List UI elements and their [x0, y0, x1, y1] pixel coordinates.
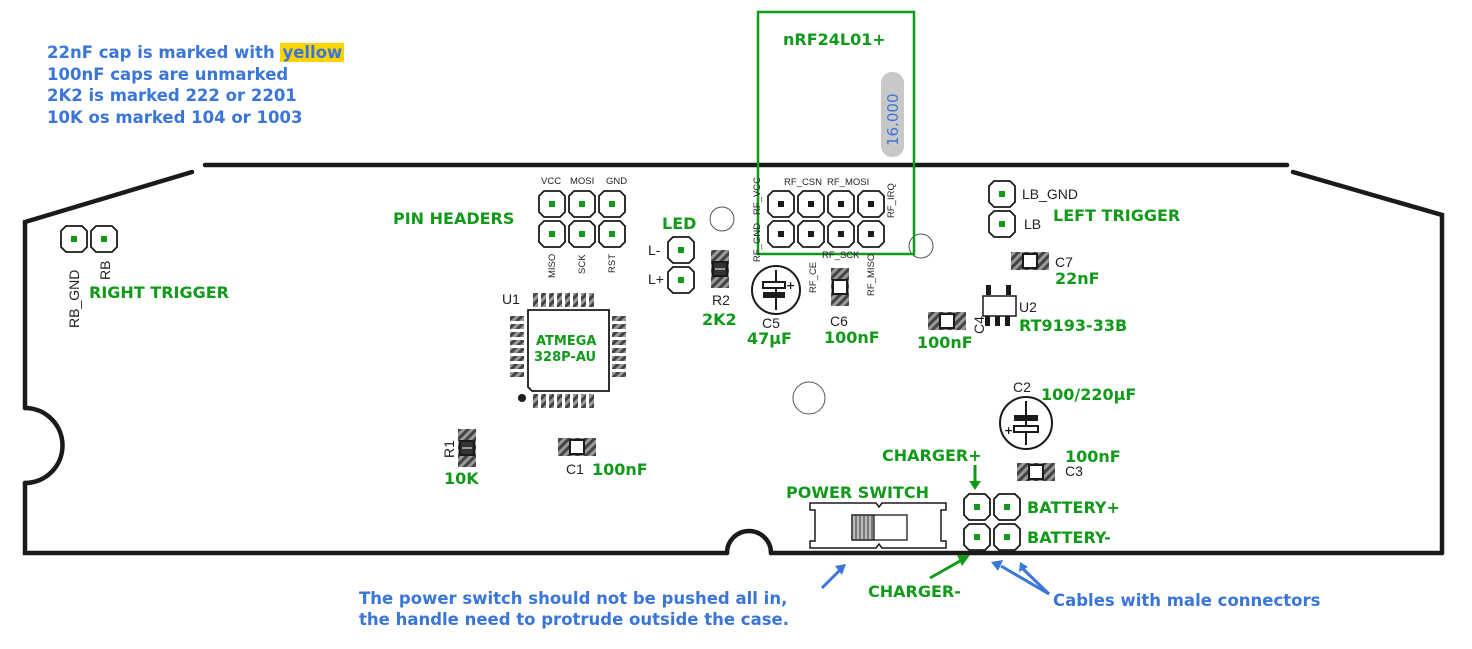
power-switch-label: POWER SWITCH [786, 483, 929, 502]
cap-c2: + [999, 396, 1053, 450]
u2-ref: U2 [1019, 299, 1037, 315]
u2-regulator [982, 285, 1017, 326]
pin-vcc-label: VCC [541, 176, 562, 187]
smd-c1 [558, 438, 596, 456]
rb-gnd-label: RB_GND [66, 269, 82, 328]
c2-value: 100/220µF [1041, 385, 1137, 404]
led-minus-label: L- [648, 242, 661, 258]
yellow-highlight: yellow [280, 43, 345, 62]
c4-ref: C4 [971, 316, 987, 334]
crystal [881, 72, 904, 157]
arrows [820, 465, 1051, 596]
cables-note: Cables with male connectors [1053, 591, 1321, 610]
smd-r2 [711, 250, 729, 288]
rf-csn-label: RF_CSN [784, 177, 823, 188]
u1-ref: U1 [502, 291, 520, 307]
note-line-3: 2K2 is marked 222 or 2201 [47, 86, 297, 105]
pin-gnd-label: GND [606, 176, 628, 187]
rf-irq-label: RF_IRQ [886, 183, 897, 218]
c1-ref: C1 [566, 461, 584, 477]
charger-plus-arrowhead [969, 481, 981, 490]
led-header [667, 236, 695, 294]
pin-headers-label: PIN HEADERS [393, 209, 515, 228]
r1-ref: R1 [441, 440, 457, 458]
u1-value-line1: ATMEGA [536, 334, 597, 349]
c3-ref: C3 [1065, 463, 1083, 479]
right-trigger-label: RIGHT TRIGGER [89, 283, 229, 302]
pin-sck-label: SCK [577, 254, 588, 274]
right-trigger-header [60, 225, 118, 253]
r2-ref: R2 [712, 292, 730, 308]
switch-note-arrow [820, 568, 842, 590]
led-label: LED [662, 214, 697, 233]
c7-value: 22nF [1055, 269, 1100, 288]
c5-value: 47µF [747, 329, 792, 348]
u1-chip [510, 293, 626, 408]
c6-ref: C6 [830, 313, 848, 329]
c1-value: 100nF [592, 460, 648, 479]
power-switch [809, 502, 947, 549]
lb-label: LB [1024, 216, 1042, 232]
rf-mosi-label: RF_MOSI [827, 177, 870, 188]
rf-miso-label: RF_MISO [866, 253, 877, 296]
c5-ref: C5 [762, 315, 780, 331]
charger-minus-label: CHARGER- [868, 582, 961, 601]
board-outline [22, 162, 1445, 556]
c2-ref: C2 [1013, 379, 1031, 395]
r2-value: 2K2 [702, 310, 737, 329]
c4-value: 100nF [917, 333, 973, 352]
note-line-1: 22nF cap is marked with yellow [47, 42, 345, 64]
cap-c5: + [751, 265, 801, 315]
r1-value: 10K [444, 469, 479, 488]
cable-arrow-2 [1020, 566, 1051, 596]
rf-sck-label: RF_SCK [822, 250, 860, 261]
pin-mosi-label: MOSI [570, 176, 595, 187]
cable-arrow-1 [1000, 564, 1050, 596]
smd-c4 [928, 312, 966, 330]
c3-value: 100nF [1065, 447, 1121, 466]
u2-value: RT9193-33B [1019, 316, 1128, 335]
switch-note-line-2: the handle need to protrude outside the … [359, 610, 790, 629]
rf-gnd-label: RF_GND [752, 222, 763, 262]
rf-ce-label: RF_CE [808, 261, 819, 293]
charger-minus-arrow [929, 559, 961, 580]
mounting-holes [709, 206, 934, 415]
svg-text:+: + [786, 279, 795, 292]
led-plus-label: L+ [648, 271, 664, 287]
notes-block: 22nF cap is marked with yellow 100nF cap… [47, 42, 345, 128]
battery-plus-label: BATTERY+ [1027, 498, 1120, 517]
pin-miso-label: MISO [547, 253, 558, 278]
left-trigger-header [988, 180, 1016, 238]
smd-c3 [1017, 463, 1055, 481]
lb-gnd-label: LB_GND [1022, 186, 1079, 202]
rf-header [767, 190, 885, 248]
battery-minus-label: BATTERY- [1027, 528, 1111, 547]
pin-rst-label: RST [607, 254, 618, 273]
svg-text:+: + [1004, 424, 1013, 437]
note-text: 22nF cap is marked with [47, 43, 281, 62]
left-trigger-label: LEFT TRIGGER [1053, 206, 1181, 225]
switch-note-line-1: The power switch should not be pushed al… [359, 589, 788, 608]
note-line-4: 10K os marked 104 or 1003 [47, 107, 303, 127]
nrf-module-outline [756, 10, 916, 256]
charger-plus-label: CHARGER+ [882, 446, 982, 465]
note-line-2: 100nF caps are unmarked [47, 64, 289, 84]
c6-value: 100nF [824, 328, 880, 347]
rf-vcc-label: RF_VCC [752, 176, 763, 215]
nrf-module-label: nRF24L01+ [783, 30, 886, 49]
battery-header [963, 493, 1021, 551]
u1-value-line2: 328P-AU [534, 350, 597, 365]
smd-c7 [1011, 252, 1049, 270]
smd-c6 [831, 268, 849, 306]
smd-r1 [458, 429, 476, 467]
crystal-value: 16.000 [884, 93, 902, 147]
rb-label: RB [97, 260, 113, 280]
c7-ref: C7 [1055, 254, 1073, 270]
pin-header-icsp [538, 190, 626, 248]
